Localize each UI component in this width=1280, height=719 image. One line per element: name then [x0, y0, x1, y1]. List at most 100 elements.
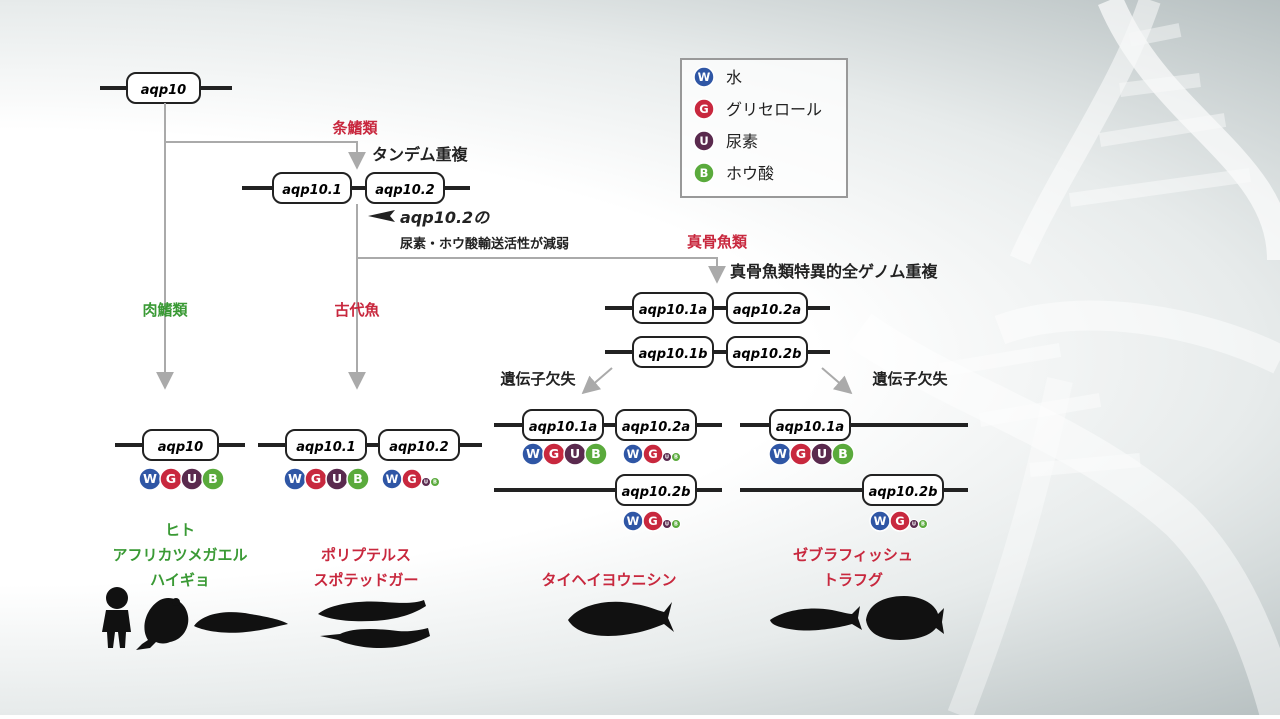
species-fugu: トラフグ	[823, 571, 883, 589]
fugu-silhouette	[866, 596, 944, 640]
herring-102b-b-badge-letter: B	[674, 522, 678, 528]
gene-box-aqp10-1-ancient	[285, 429, 367, 461]
gene-box-aqp10-1a-herring	[522, 409, 604, 441]
label-gene-loss-left: 遺伝子欠失	[499, 370, 576, 388]
legend-グリセロール-g-badge-letter: G	[699, 102, 708, 116]
herring-102b-u-badge-letter: U	[665, 522, 669, 528]
sarco-b-badge-letter: B	[208, 471, 218, 486]
zebra-102b-b-badge-letter: B	[921, 522, 925, 528]
label-aqp102-weakened-2: 尿素・ホウ酸輸送活性が減弱	[400, 236, 569, 252]
gene-label-aqp10-2-ancient: aqp10.2	[389, 440, 448, 455]
zebra-101a-b-badge	[831, 442, 855, 466]
herring-102a-b-badge-letter: B	[674, 455, 678, 461]
lineage-arrows	[156, 103, 853, 395]
zebra-101a-w-badge-letter: W	[773, 446, 787, 461]
ancient-102-g-badge-letter: G	[407, 472, 416, 486]
gene-label-aqp10-sarco: aqp10	[158, 440, 203, 455]
zebra-101a-u-badge-letter: U	[817, 446, 827, 461]
label-tandem-dup: タンデム重複	[372, 145, 469, 164]
legend-尿素-u-badge-letter: U	[699, 134, 708, 148]
herring-101a-g-badge-letter: G	[549, 446, 559, 461]
legend-水-w-badge-letter: W	[698, 70, 711, 84]
frog-silhouette	[136, 597, 189, 650]
lungfish-silhouette	[194, 612, 288, 633]
zebra-102b-b-badge	[918, 519, 928, 529]
gene-label-aqp10-2b-wgd: aqp10.2b	[733, 347, 802, 362]
gene-box-aqp10-2b-herring	[615, 474, 697, 506]
gene-box-aqp10-1-tandem	[272, 172, 352, 204]
gene-label-aqp10-1a-herring: aqp10.1a	[529, 420, 597, 435]
gene-box-aqp10-2a-wgd	[726, 292, 808, 324]
herring-102b-g-badge-letter: G	[648, 514, 657, 528]
gene-label-aqp10-1a-wgd: aqp10.1a	[639, 303, 707, 318]
gene-label-aqp10-ancestral: aqp10	[141, 83, 186, 98]
ancient-101-w-badge-letter: W	[288, 471, 302, 486]
species-xenopus: アフリカツメガエル	[112, 546, 247, 564]
gene-label-aqp10-2b-zebra: aqp10.2b	[869, 485, 938, 500]
herring-102a-u-badge-letter: U	[665, 455, 669, 461]
herring-101a-u-badge-letter: U	[570, 446, 580, 461]
herring-101a-b-badge-letter: B	[591, 446, 601, 461]
gene-label-aqp10-1-ancient: aqp10.1	[296, 440, 355, 455]
silhouettes	[102, 587, 944, 650]
gene-box-aqp10-1a-zebra	[769, 409, 851, 441]
label-teleost: 真骨魚類	[687, 233, 748, 251]
gene-box-aqp10-2a-herring	[615, 409, 697, 441]
sarco-g-badge-letter: G	[166, 471, 176, 486]
species-pacific-herring: タイヘイヨウニシン	[541, 571, 676, 589]
species-zebrafish: ゼブラフィッシュ	[793, 546, 913, 564]
human-child-silhouette	[102, 587, 131, 648]
dna-helix-decoration	[848, 0, 1280, 719]
zebra-102b-w-badge-letter: W	[874, 514, 887, 528]
label-actinopterygii: 条鰭類	[331, 119, 378, 137]
zebra-102b-u-badge-letter: U	[912, 522, 916, 528]
zebra-102b-g-badge-letter: G	[895, 514, 904, 528]
label-teleost-wgd: 真骨魚類特異的全ゲノム重複	[730, 262, 939, 281]
reduction-pointer-icon	[368, 210, 395, 222]
ancient-102-u-badge-letter: U	[424, 480, 428, 486]
herring-102b-b-badge	[671, 519, 681, 529]
ancient-101-g-badge-letter: G	[311, 471, 321, 486]
gene-box-aqp10-ancestral	[126, 72, 201, 104]
gene-label-aqp10-2a-herring: aqp10.2a	[622, 420, 690, 435]
herring-102a-w-badge-letter: W	[627, 447, 640, 461]
gene-box-aqp10-sarco	[142, 429, 219, 461]
sarco-b-badge	[201, 467, 225, 491]
species-lungfish: ハイギョ	[150, 571, 210, 589]
zebra-101a-b-badge-letter: B	[838, 446, 848, 461]
arrow-gene-loss-left	[581, 367, 613, 395]
legend-水-w-badge	[693, 66, 715, 88]
gene-label-aqp10-2b-herring: aqp10.2b	[622, 485, 691, 500]
zebrafish-silhouette	[770, 606, 862, 631]
legend-グリセロール-g-badge	[693, 98, 715, 120]
gene-label-aqp10-2-tandem: aqp10.2	[375, 183, 434, 198]
polypterus-silhouette	[318, 600, 426, 622]
ancient-102-b-badge	[430, 477, 440, 487]
label-sarcopterygii: 肉鰭類	[142, 301, 188, 319]
arrow-to-teleost-wgd	[357, 257, 726, 284]
legend-label-b: ホウ酸	[726, 164, 774, 183]
herring-silhouette	[568, 601, 674, 636]
gene-box-aqp10-2b-zebra	[862, 474, 944, 506]
gene-box-aqp10-1a-wgd	[632, 292, 714, 324]
herring-102a-g-badge-letter: G	[648, 447, 657, 461]
label-gene-loss-right: 遺伝子欠失	[871, 370, 948, 388]
zebra-101a-g-badge-letter: G	[796, 446, 806, 461]
arrow-to-tandem-dup	[165, 141, 366, 170]
label-aqp102-weakened-1: aqp10.2の	[400, 208, 490, 227]
ancient-102-w-badge-letter: W	[386, 472, 399, 486]
legend-label-w: 水	[726, 68, 742, 87]
gene-box-aqp10-2-tandem	[365, 172, 445, 204]
ancient-101-b-badge	[346, 467, 370, 491]
herring-102b-w-badge-letter: W	[627, 514, 640, 528]
gene-box-aqp10-2b-wgd	[726, 336, 808, 368]
legend-label-g: グリセロール	[726, 100, 822, 119]
species-human: ヒト	[165, 521, 195, 539]
gene-box-aqp10-1b-wgd	[632, 336, 714, 368]
arrow-gene-loss-right	[821, 367, 853, 395]
sarco-w-badge-letter: W	[143, 471, 157, 486]
